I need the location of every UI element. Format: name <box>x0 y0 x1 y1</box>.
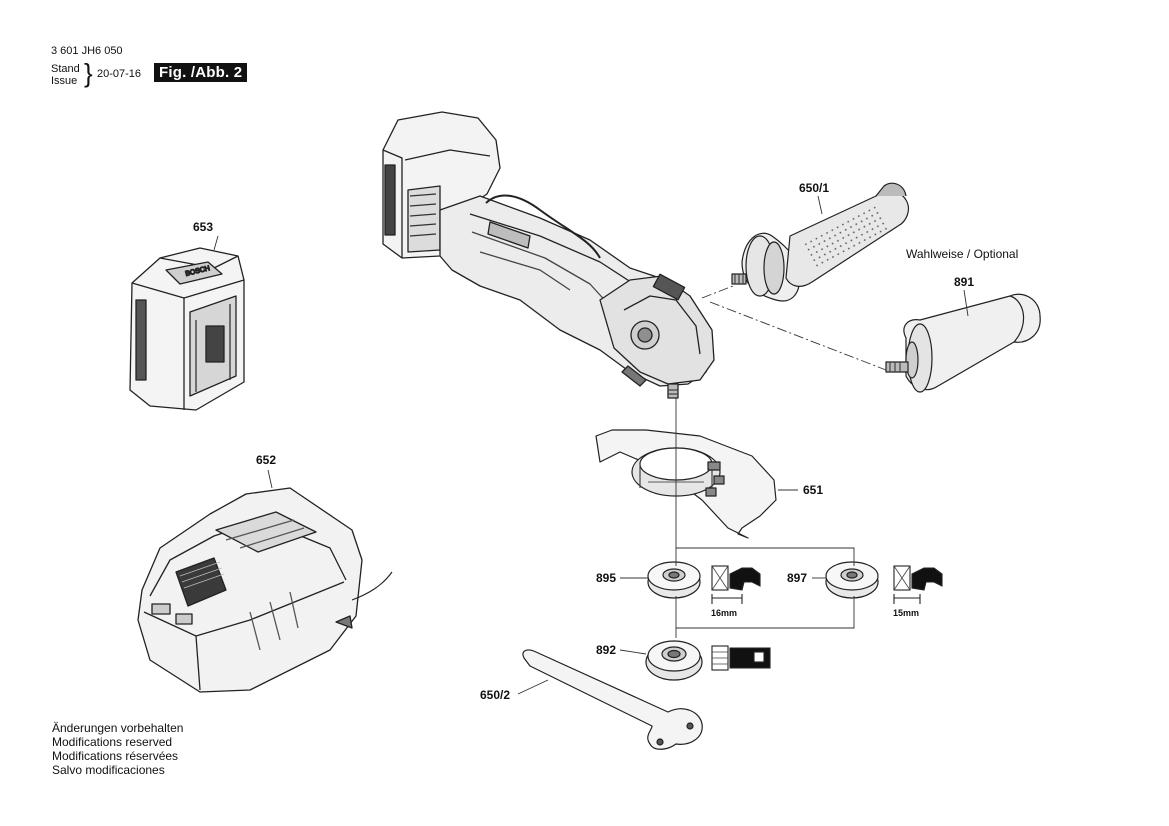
pin-spanner-650-2 <box>522 649 703 750</box>
stand-label: Stand <box>51 63 80 75</box>
charger-652 <box>137 487 393 693</box>
handle-891 <box>885 293 1041 393</box>
note-en: Modifications reserved <box>52 735 173 749</box>
note-de: Änderungen vorbehalten <box>52 721 184 735</box>
optional-note: Wahlweise / Optional <box>906 247 1019 261</box>
note-fr: Modifications réservées <box>52 749 179 763</box>
auxiliary-handle-650-1 <box>731 182 910 302</box>
part-label-651: 651 <box>803 483 824 497</box>
assembly-lines <box>213 195 969 695</box>
part-label-895: 895 <box>596 571 617 585</box>
profile-section-897 <box>893 565 943 604</box>
mounting-flange-892 <box>645 640 703 681</box>
part-label-892: 892 <box>596 643 617 657</box>
issue-date: 20-07-16 <box>97 68 142 80</box>
dimension-16mm: 16mm <box>711 608 738 618</box>
modification-notes: Änderungen vorbehalten Modifications res… <box>52 721 183 777</box>
brace-glyph: } <box>84 58 93 88</box>
figure-badge: Fig. /Abb. 2 <box>154 63 248 82</box>
issue-label: Issue <box>51 75 78 87</box>
part-number: 3 601 JH6 050 <box>51 45 123 57</box>
angle-grinder-body <box>382 111 715 399</box>
part-label-653: 653 <box>193 220 214 234</box>
part-label-650-1: 650/1 <box>799 181 830 195</box>
battery-pack-653: BOSCH <box>129 247 245 411</box>
stand-issue-label: Stand Issue <box>51 63 80 87</box>
clamping-nut-897 <box>825 561 879 599</box>
profile-section-892 <box>711 645 771 671</box>
dimension-15mm: 15mm <box>893 608 920 618</box>
clamping-nut-895 <box>647 561 701 599</box>
part-label-897: 897 <box>787 571 808 585</box>
part-label-652: 652 <box>256 453 277 467</box>
part-label-891: 891 <box>954 275 975 289</box>
part-label-650-2: 650/2 <box>480 688 511 702</box>
note-es: Salvo modificaciones <box>52 763 165 777</box>
wheel-guard-651 <box>595 429 777 539</box>
profile-section-895 <box>711 565 761 604</box>
